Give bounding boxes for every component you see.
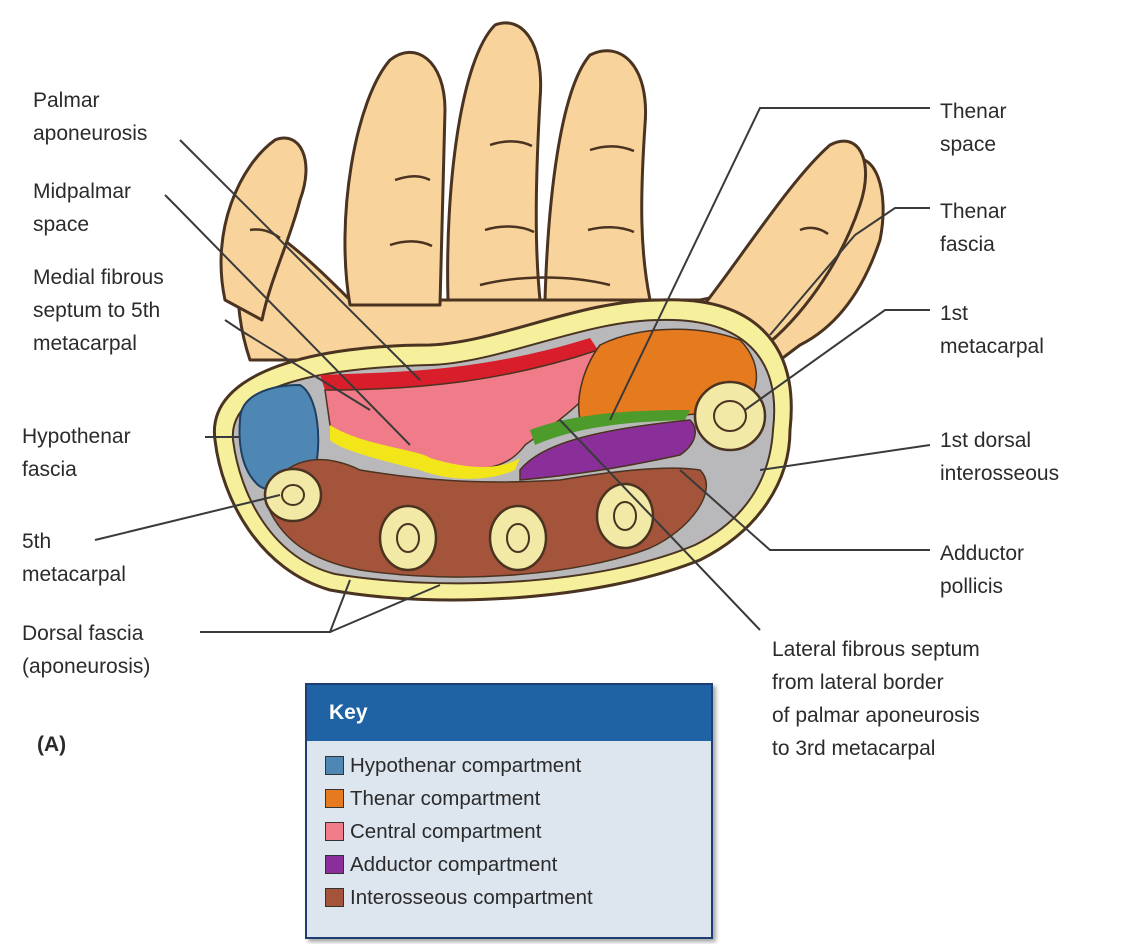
legend-swatch	[325, 789, 344, 808]
legend-swatch	[325, 756, 344, 775]
legend-title: Key	[307, 685, 711, 741]
label-line: pollicis	[940, 570, 1024, 603]
index-finger	[545, 51, 650, 300]
label-hypothenar-fascia: Hypothenar fascia	[22, 420, 131, 486]
label-line: 5th	[22, 525, 126, 558]
label-line: from lateral border	[772, 666, 980, 699]
legend-key: Key Hypothenar compartment Thenar compar…	[305, 683, 713, 939]
legend-item: Central compartment	[325, 815, 711, 848]
legend-swatch	[325, 822, 344, 841]
label-line: Palmar	[33, 84, 147, 117]
label-line: Hypothenar	[22, 420, 131, 453]
label-line: fascia	[940, 228, 1007, 261]
legend-swatch	[325, 888, 344, 907]
label-line: metacarpal	[940, 330, 1044, 363]
label-line: fascia	[22, 453, 131, 486]
label-line: Midpalmar	[33, 175, 131, 208]
label-thenar-fascia: Thenar fascia	[940, 195, 1007, 261]
legend-label: Thenar compartment	[350, 787, 540, 811]
fifth-metacarpal-bone	[265, 469, 321, 521]
second-metacarpal-bone	[597, 484, 653, 548]
legend-label: Central compartment	[350, 820, 541, 844]
label-midpalmar-space: Midpalmar space	[33, 175, 131, 241]
label-line: Thenar	[940, 195, 1007, 228]
label-line: (aponeurosis)	[22, 650, 150, 683]
legend-item: Adductor compartment	[325, 848, 711, 881]
label-line: to 3rd metacarpal	[772, 732, 980, 765]
label-line: Medial fibrous	[33, 261, 164, 294]
label-palmar-aponeurosis: Palmar aponeurosis	[33, 84, 147, 150]
label-thenar-space: Thenar space	[940, 95, 1007, 161]
legend-label: Hypothenar compartment	[350, 754, 581, 778]
third-metacarpal-bone	[490, 506, 546, 570]
middle-finger	[448, 23, 541, 300]
label-5th-metacarpal: 5th metacarpal	[22, 525, 126, 591]
legend-label: Interosseous compartment	[350, 886, 593, 910]
label-line: aponeurosis	[33, 117, 147, 150]
legend-item: Hypothenar compartment	[325, 749, 711, 782]
label-line: septum to 5th	[33, 294, 164, 327]
fourth-metacarpal-bone	[380, 506, 436, 570]
label-1st-metacarpal: 1st metacarpal	[940, 297, 1044, 363]
legend-swatch	[325, 855, 344, 874]
first-metacarpal-bone	[695, 382, 765, 450]
label-line: of palmar aponeurosis	[772, 699, 980, 732]
label-line: space	[940, 128, 1007, 161]
panel-tag: (A)	[37, 733, 66, 757]
legend-label: Adductor compartment	[350, 853, 557, 877]
legend-item: Thenar compartment	[325, 782, 711, 815]
label-line: Thenar	[940, 95, 1007, 128]
label-line: metacarpal	[33, 327, 164, 360]
label-adductor-pollicis: Adductor pollicis	[940, 537, 1024, 603]
label-1st-dorsal-interosseous: 1st dorsal interosseous	[940, 424, 1059, 490]
label-line: Adductor	[940, 537, 1024, 570]
label-line: Dorsal fascia	[22, 617, 150, 650]
legend-item: Interosseous compartment	[325, 881, 711, 914]
label-dorsal-fascia: Dorsal fascia (aponeurosis)	[22, 617, 150, 683]
label-line: 1st	[940, 297, 1044, 330]
label-line: metacarpal	[22, 558, 126, 591]
label-lateral-fibrous-septum: Lateral fibrous septum from lateral bord…	[772, 633, 980, 765]
label-medial-fibrous-septum: Medial fibrous septum to 5th metacarpal	[33, 261, 164, 360]
label-line: space	[33, 208, 131, 241]
label-line: Lateral fibrous septum	[772, 633, 980, 666]
label-line: interosseous	[940, 457, 1059, 490]
label-line: 1st dorsal	[940, 424, 1059, 457]
hand-illustration	[221, 23, 883, 360]
